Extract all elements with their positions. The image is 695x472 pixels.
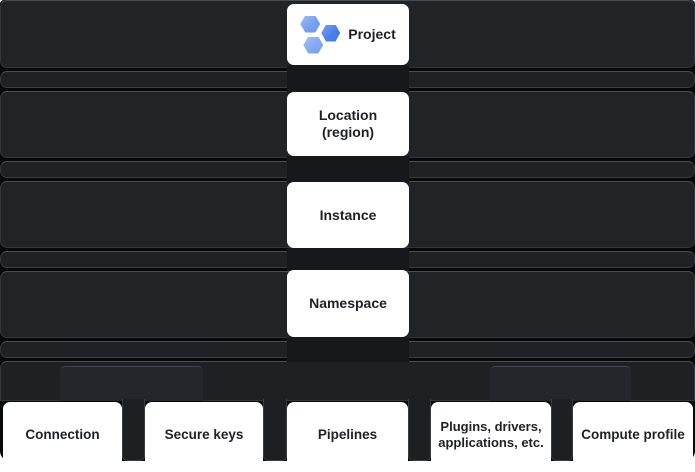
- location-label-line-2: (region): [321, 124, 375, 140]
- namespace-node: Namespace: [287, 270, 409, 337]
- data-fusion-hexagons-icon: [300, 15, 341, 55]
- bottom-gap-column-2: [263, 399, 287, 461]
- connector-column-project-location: [287, 65, 409, 93]
- plugins-node: Plugins, drivers, applications, etc.: [431, 402, 551, 468]
- location-label-line-1: Location: [318, 107, 378, 123]
- pipelines-node: Pipelines: [287, 402, 408, 468]
- instance-node: Instance: [287, 182, 409, 248]
- children-group-rect-right: [490, 366, 631, 401]
- compute-profile-node: Compute profile: [573, 402, 693, 468]
- hexagon-top-icon: [300, 15, 321, 33]
- location-node: Location (region): [287, 92, 409, 156]
- hexagon-bottom-icon: [303, 36, 324, 54]
- secure-keys-label: Secure keys: [164, 427, 244, 442]
- connection-node: Connection: [3, 402, 122, 468]
- compute-profile-label: Compute profile: [581, 427, 685, 442]
- project-node-content: Project: [300, 15, 396, 55]
- connector-column-instance-namespace: [287, 248, 409, 271]
- bottom-gap-column-4: [551, 399, 573, 461]
- plugins-label-line-1: Plugins, drivers,: [440, 419, 542, 434]
- namespace-label: Namespace: [309, 295, 387, 311]
- hexagon-right-icon: [321, 24, 341, 42]
- bottom-gap-column-3: [408, 399, 431, 461]
- connector-column-location-instance: [287, 156, 409, 183]
- project-label: Project: [348, 26, 396, 42]
- connection-label: Connection: [25, 427, 100, 442]
- secure-keys-node: Secure keys: [145, 402, 263, 468]
- connector-column-namespace-children: [287, 337, 409, 362]
- pipelines-label: Pipelines: [317, 427, 378, 442]
- plugins-label-line-2: applications, etc.: [438, 435, 544, 450]
- children-group-rect-left: [60, 366, 203, 401]
- project-node: Project: [287, 4, 409, 65]
- bottom-gap-column-1: [122, 399, 145, 461]
- instance-label: Instance: [319, 206, 377, 223]
